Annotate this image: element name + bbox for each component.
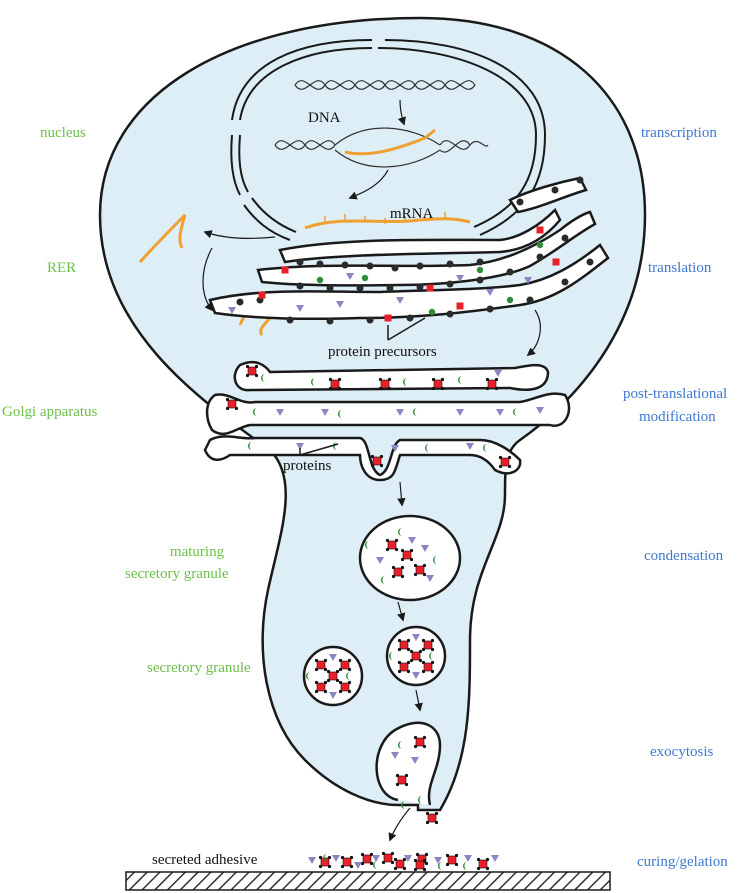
secreted-adhesive-label: secreted adhesive bbox=[152, 852, 258, 868]
stage-label-golgi: Golgi apparatus bbox=[2, 404, 98, 420]
process-label-modification: modification bbox=[639, 409, 716, 425]
process-label-curing-gelation: curing/gelation bbox=[637, 854, 728, 870]
rer-to-golgi-arrow bbox=[526, 309, 541, 357]
mrna-bases bbox=[324, 212, 446, 224]
process-label-post-translational: post-translational bbox=[623, 386, 727, 402]
proteins-label: proteins bbox=[283, 458, 331, 474]
maturing-granule bbox=[358, 514, 462, 602]
nuclear-envelope bbox=[230, 39, 547, 241]
mrna-to-rer-arrow bbox=[202, 247, 214, 312]
stage-label-rer: RER bbox=[47, 260, 76, 276]
process-label-translation: translation bbox=[648, 260, 712, 276]
stage-labels: nucleus RER Golgi apparatus maturing sec… bbox=[2, 125, 251, 676]
stage-label-secretory-granule: secretory granule bbox=[147, 660, 251, 676]
process-labels: transcription translation post-translati… bbox=[623, 125, 728, 870]
protein-precursors-label: protein precursors bbox=[328, 344, 437, 360]
stage-label-maturing-granule: secretory granule bbox=[125, 566, 229, 582]
double-helix-icon bbox=[274, 80, 489, 168]
ribosome-dot-icon bbox=[236, 176, 594, 325]
stage-label-nucleus: nucleus bbox=[40, 125, 86, 141]
secreted-adhesive-layer bbox=[308, 851, 499, 872]
hatched-substrate-icon bbox=[125, 871, 611, 891]
mrna-strand-icon bbox=[344, 128, 436, 156]
mrna-arrow bbox=[348, 169, 389, 200]
stage-label-maturing: maturing bbox=[170, 544, 225, 560]
exocytosis-vesicle bbox=[375, 721, 442, 825]
proteins-pointer bbox=[299, 443, 339, 456]
secretory-granule-left bbox=[302, 645, 364, 707]
dna-arrow bbox=[397, 99, 406, 126]
process-label-transcription: transcription bbox=[641, 125, 717, 141]
flow-arrows bbox=[388, 481, 423, 842]
mrna-molecule bbox=[304, 217, 471, 230]
process-label-exocytosis: exocytosis bbox=[650, 744, 713, 760]
dna-label: DNA bbox=[308, 110, 341, 126]
mrna-label: mRNA bbox=[390, 206, 434, 222]
secretory-granule-right bbox=[385, 625, 447, 687]
precursor-pointer bbox=[387, 317, 426, 341]
golgi-cisternae bbox=[203, 360, 571, 482]
process-label-condensation: condensation bbox=[644, 548, 724, 564]
mrna-to-cytosol-arrow bbox=[203, 230, 276, 239]
